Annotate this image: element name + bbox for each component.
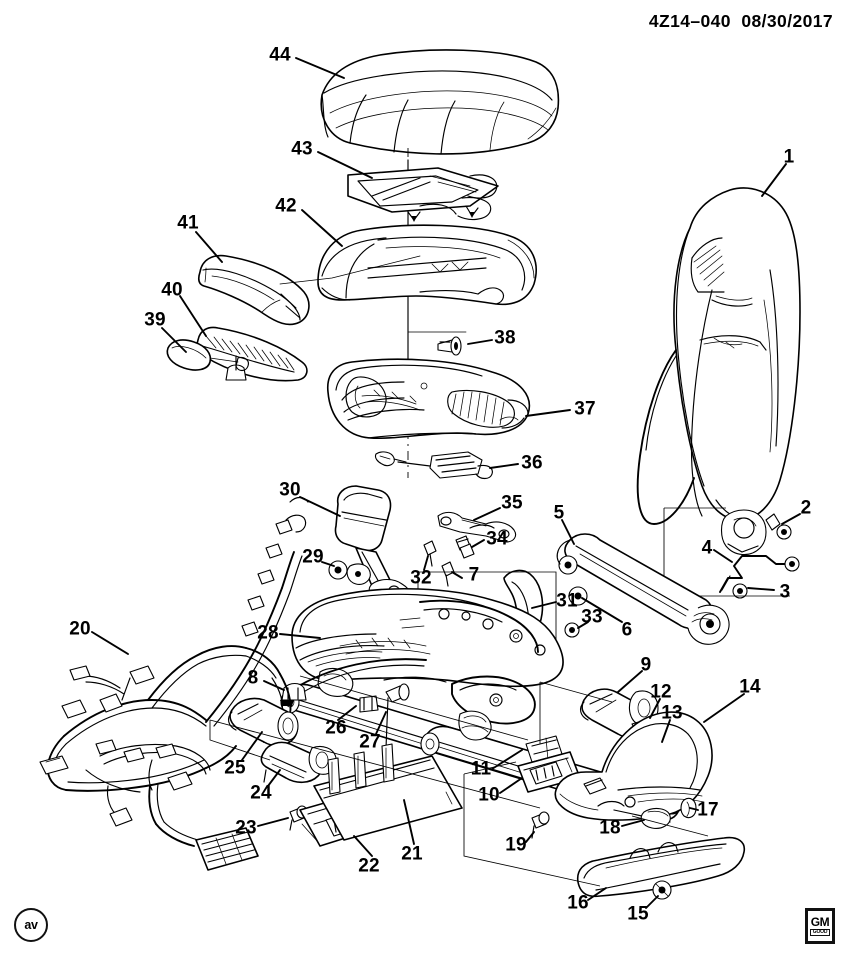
callout-37-seat-cushion-pan: 37 <box>574 398 596 420</box>
callout-32-bolt-pin: 32 <box>410 567 432 589</box>
callout-10-seat-adjuster-switch: 10 <box>478 784 500 806</box>
callout-36-occupant-sensor-connector: 36 <box>521 452 543 474</box>
callout-28-seat-cushion-frame: 28 <box>257 622 279 644</box>
part-4-wire-rod-link <box>719 555 787 593</box>
callout-18-trim-plug: 18 <box>599 817 621 839</box>
callout-25-lumbar-motor: 25 <box>224 757 246 779</box>
phantom-track-guide-2 <box>209 720 271 761</box>
callout-42-seat-cushion-pad: 42 <box>275 195 297 217</box>
seat-back-hinge-casting <box>720 509 767 556</box>
part-38-screw-cushion <box>437 336 462 356</box>
phantom-trim-group-2 <box>463 761 517 775</box>
callout-44-seat-cushion-cover: 44 <box>269 44 291 66</box>
callout-4-wire-rod-link: 4 <box>701 537 713 559</box>
part-21-front-trim-panel <box>313 743 463 841</box>
part-34-bolt-hinge <box>455 535 475 559</box>
callout-16-seat-side-trim-lower: 16 <box>567 892 589 914</box>
part-16-seat-side-trim-lower <box>576 836 746 898</box>
part-7-screw-small <box>441 561 455 587</box>
callout-12-connector-upper: 12 <box>650 681 672 703</box>
callout-34-bolt-hinge: 34 <box>486 528 508 550</box>
part-41-side-bolster-pad <box>198 254 310 326</box>
part-27-bolt-track <box>385 683 410 749</box>
callout-22-lumbar-switch: 22 <box>358 855 380 877</box>
part-5-torsion-bar <box>556 533 730 645</box>
gm-logo-mark: GM GOOD <box>805 908 835 944</box>
phantom-41-42 <box>279 255 421 285</box>
callout-23-screw-panel: 23 <box>235 817 257 839</box>
callout-41-side-bolster-pad: 41 <box>177 212 199 234</box>
phantom-motor-guide <box>539 681 613 703</box>
part-19-screw-trim <box>531 811 550 839</box>
part-25-lumbar-motor <box>227 697 299 747</box>
callout-3-nut-lower: 3 <box>779 581 791 603</box>
callout-6-pivot-bushing: 6 <box>621 619 633 641</box>
part-36-occupant-sensor-connector <box>374 451 493 480</box>
callout-31-reinforcement-bracket: 31 <box>556 590 578 612</box>
part-3-nut-lower <box>732 556 800 599</box>
part-32-bolt-pin <box>423 540 437 567</box>
part-40-heater-mat <box>196 326 308 382</box>
phantom-track-guide <box>209 719 541 809</box>
callout-30-seat-belt-buckle: 30 <box>279 479 301 501</box>
drawing-number-date: 4Z14–040 08/30/2017 <box>648 11 833 31</box>
part-43-cushion-suspension-mat <box>347 167 499 222</box>
callout-13-connector-lower: 13 <box>661 702 683 724</box>
callout-24-lumbar-switch-module: 24 <box>250 782 272 804</box>
phantom-trim-group <box>463 774 601 887</box>
part-1-seat-back-assembly <box>636 187 801 525</box>
part-35-latch-handle-lever <box>437 511 517 543</box>
callout-15-nut-trim: 15 <box>627 903 649 925</box>
gm-logo-subtext: GOOD <box>809 929 831 936</box>
part-42-seat-cushion-pad <box>317 224 537 306</box>
part-18-trim-plug <box>640 807 671 829</box>
part-15-nut-trim <box>652 880 672 900</box>
callout-26-clip-track: 26 <box>325 717 347 739</box>
part-2-bolt-upper <box>765 513 792 540</box>
callout-17-trim-cap: 17 <box>697 799 719 821</box>
av-corner-mark: av <box>14 908 48 942</box>
callout-20-seat-wiring-harness: 20 <box>69 618 91 640</box>
callout-43-cushion-suspension-mat: 43 <box>291 138 313 160</box>
callout-38-screw-cushion: 38 <box>494 327 516 349</box>
av-corner-mark-text: av <box>24 918 38 932</box>
callout-27-bolt-track: 27 <box>359 731 381 753</box>
callout-40-heater-mat: 40 <box>161 279 183 301</box>
part-17-trim-cap <box>680 797 697 819</box>
callout-2-bolt-upper: 2 <box>800 497 812 519</box>
part-20-seat-wiring-harness <box>39 496 309 871</box>
callout-1-seat-back-assembly: 1 <box>783 146 795 168</box>
part-29-washer-buckle <box>328 560 371 585</box>
callout-11-switch-bracket: 11 <box>470 758 492 780</box>
callout-14-seat-side-trim-outer: 14 <box>739 676 761 698</box>
callout-8-retainer-clip: 8 <box>247 667 259 689</box>
callout-19-screw-trim: 19 <box>505 834 527 856</box>
phantom-frame-guide <box>299 675 529 741</box>
part-14-seat-side-trim-outer <box>554 711 713 823</box>
callout-33-nut-small: 33 <box>581 606 603 628</box>
part-24-lumbar-switch-module <box>260 741 337 784</box>
callout-21-front-trim-panel: 21 <box>401 843 423 865</box>
callout-35-latch-handle-lever: 35 <box>501 492 523 514</box>
part-6-pivot-bushing <box>568 586 588 606</box>
callout-5-torsion-bar: 5 <box>553 502 565 524</box>
part-44-seat-cushion-cover <box>320 49 560 155</box>
part-26-clip-track <box>359 695 379 713</box>
part-11-switch-bracket <box>525 735 563 763</box>
part-33-nut-small <box>564 622 580 638</box>
callout-9-recliner-motor: 9 <box>640 654 652 676</box>
callout-29-washer-buckle: 29 <box>302 546 324 568</box>
gm-logo-text: GM <box>810 915 830 929</box>
callout-39-side-bolster-cap: 39 <box>144 309 166 331</box>
part-37-seat-cushion-pan <box>327 358 531 440</box>
callout-7-screw-small: 7 <box>468 564 480 586</box>
phantom-38 <box>407 309 467 333</box>
part-39-side-bolster-cap <box>166 339 249 372</box>
harness-clips <box>241 496 309 637</box>
leader-lines <box>91 57 801 909</box>
